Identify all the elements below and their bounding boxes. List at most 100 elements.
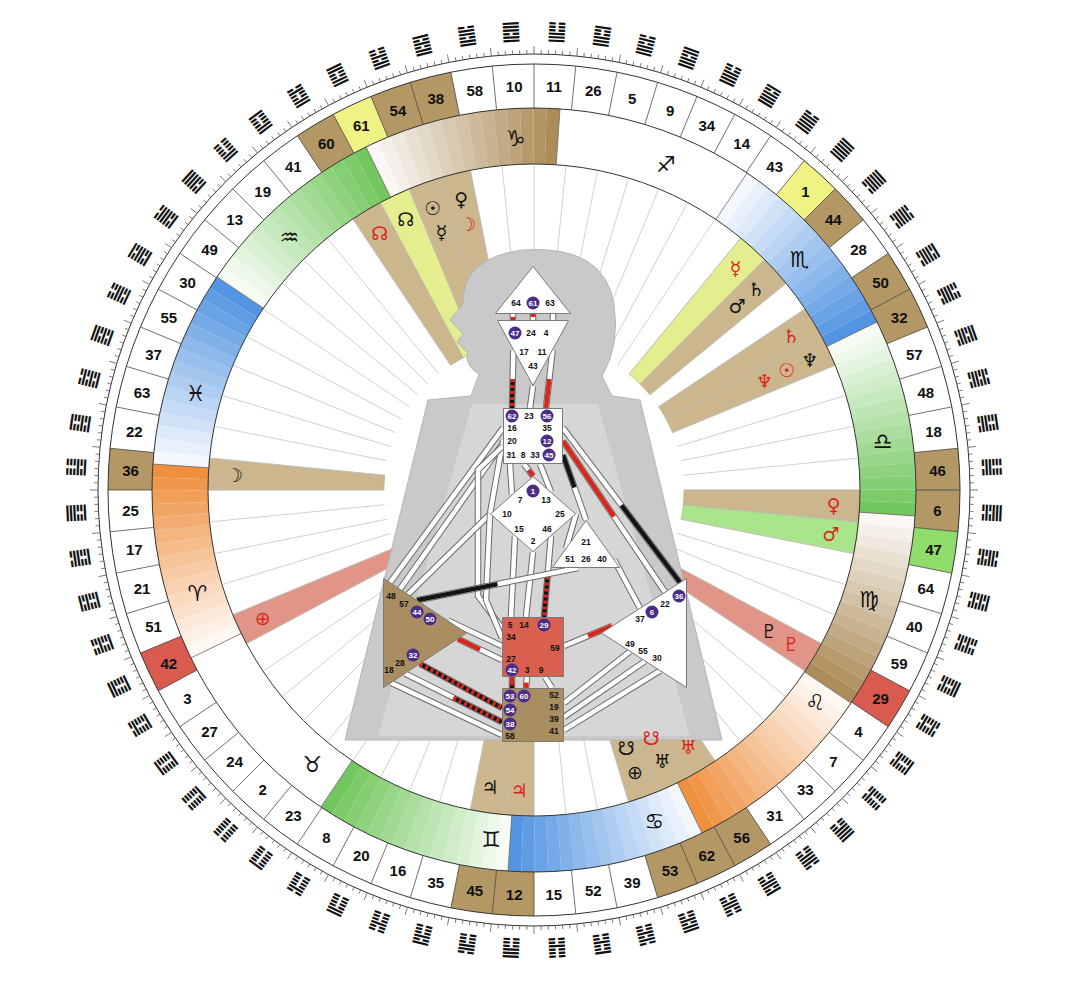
tick [189,216,192,218]
gate-number: 25 [555,510,564,519]
hexagram: ䷭ [980,457,1006,478]
tick [117,349,121,350]
tick [220,176,226,182]
energy-center: 646163 [495,266,571,314]
tick [893,240,896,242]
gate-number: 29 [538,619,551,632]
tick [239,164,242,167]
tick [816,822,819,825]
gate-number: 46 [929,462,946,479]
tick [714,89,716,93]
tick [922,289,926,291]
gate-number: 4 [854,722,862,739]
tick [832,169,835,172]
tick [176,234,179,236]
tick [372,895,373,899]
tick [794,137,796,140]
gate-number: 52 [585,881,602,898]
cell-divider [680,843,697,884]
tick [92,446,100,448]
tick [139,295,143,297]
gate-number: 35 [542,424,551,433]
gate-number: 16 [507,424,516,433]
tick [821,159,824,162]
tick [249,822,252,825]
gate-number: 11 [538,348,547,357]
zodiac-sign: ♌ [805,689,825,714]
gate-number: 50 [424,613,437,626]
gate-number: 47 [509,327,522,340]
tick [937,657,944,660]
channel-activation [524,683,529,689]
tick [962,575,970,577]
channel-activation [417,584,498,600]
channel-outline [512,350,513,408]
gate-number: 45 [543,449,556,462]
gate-number: 15 [514,525,523,534]
tick [122,335,126,336]
gate-number: 17 [126,541,143,558]
channel-activation [544,577,548,617]
tick [951,617,959,619]
tick [746,105,748,109]
tick [379,898,380,902]
gate-cell [492,870,534,916]
energy-center: 48574450322818 [383,578,467,688]
tick [893,738,896,740]
tick [95,468,99,469]
energy-center: 3622637495530 [601,578,687,688]
channel [511,536,515,617]
tick [95,461,99,462]
gate-number: 16 [390,862,407,879]
cell-divider [371,843,388,884]
tick [965,553,969,555]
planet-symbol: ☊ [397,208,414,230]
gate-number: 30 [179,274,196,291]
hexagram: ䷥ [410,29,435,58]
gate-divider [683,458,858,475]
activation-band [208,458,385,490]
center-shape [491,477,576,552]
channel-outline [563,441,665,592]
tick [498,925,499,929]
channel-activation [510,683,515,689]
tick [94,497,98,498]
channel-activation [544,577,548,617]
gate-number: 54 [504,704,517,717]
gate-divider [681,519,854,553]
tick [252,827,257,833]
tick [97,539,101,540]
planet-symbol: ♆ [756,370,773,392]
gate-divider [666,336,821,419]
hexagram: ䷀ [827,133,858,165]
gate-number: 47 [925,541,942,558]
zodiac-sign: ♍ [859,586,879,611]
hexagram: ䷽ [716,890,745,921]
planet-symbol: ☿ [730,257,742,279]
tick [107,383,111,385]
tick [966,432,970,434]
tick [842,176,848,182]
ring [108,64,960,916]
ring [208,164,860,816]
gate-number: 10 [506,78,523,95]
channel-body [531,314,536,320]
tick [701,893,704,900]
channel-outline [564,626,612,646]
tick [133,670,137,672]
tick [278,132,280,135]
tick [970,482,974,483]
gate-number: 39 [624,873,641,890]
gate-number: 51 [565,555,574,564]
cell-divider [914,527,958,531]
tick [857,783,860,786]
tick [434,61,436,65]
zodiac-sign: ♏ [790,247,810,272]
tick [968,532,976,534]
gate-number: 24 [226,753,243,770]
channel-outline [509,677,516,688]
cell-divider [645,82,658,124]
hexagram: ䷊ [546,18,567,44]
tick [776,853,780,860]
tick [866,205,869,208]
